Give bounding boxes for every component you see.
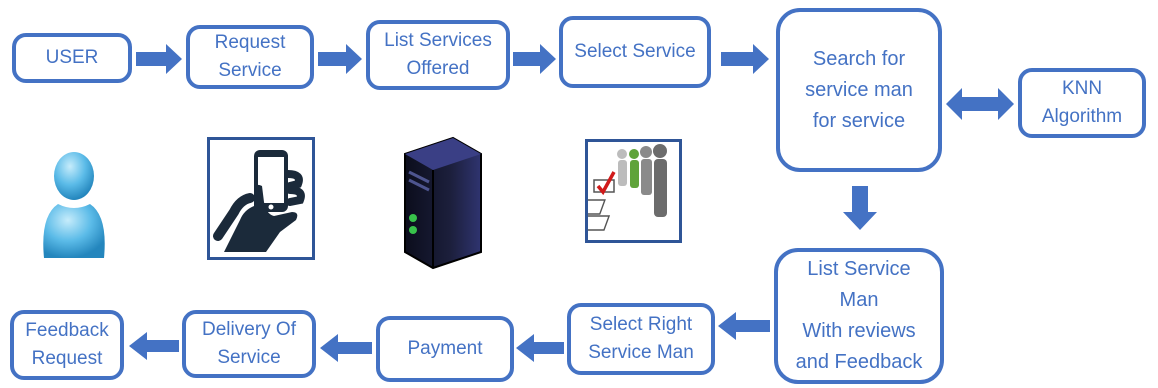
delivery-of-service-box: Delivery Of Service: [182, 310, 316, 378]
person-icon: [43, 152, 105, 258]
server-icon: [404, 136, 482, 270]
list-services-box: List Services Offered: [366, 20, 510, 90]
arrow-select-to-search: [721, 44, 769, 74]
arrow-search-to-list-man: [843, 186, 877, 230]
arrow-user-to-request: [136, 44, 182, 74]
select-right-service-man-box: Select Right Service Man: [567, 303, 715, 375]
arrow-search-knn-bidirectional: [946, 88, 1014, 120]
arrow-request-to-list: [318, 44, 362, 74]
phone-in-hand-icon: [207, 137, 315, 260]
arrow-delivery-to-feedback: [129, 332, 179, 360]
request-service-box: Request Service: [186, 25, 314, 89]
arrow-list-to-select: [513, 44, 556, 74]
arrow-payment-to-delivery: [320, 334, 372, 362]
knn-algorithm-box: KNN Algorithm: [1018, 68, 1146, 138]
queue-selection-icon: [572, 139, 682, 243]
arrow-listman-to-selectright: [718, 312, 770, 340]
arrow-selectright-to-payment: [516, 334, 564, 362]
select-service-box: Select Service: [559, 16, 711, 88]
list-service-man-box: List Service Man With reviews and Feedba…: [774, 248, 944, 384]
user-box: USER: [12, 33, 132, 83]
feedback-request-box: Feedback Request: [10, 310, 124, 380]
search-service-man-box: Search for service man for service: [776, 8, 942, 172]
payment-box: Payment: [376, 316, 514, 382]
